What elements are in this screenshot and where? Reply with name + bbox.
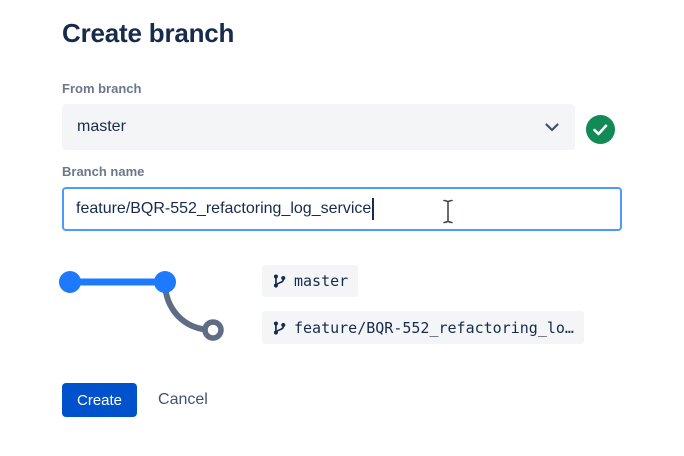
text-caret xyxy=(372,198,374,220)
source-commit-dot xyxy=(59,271,81,293)
branch-name-input[interactable]: feature/BQR-552_refactoring_log_service xyxy=(62,187,622,231)
create-button[interactable]: Create xyxy=(62,383,138,417)
from-branch-label: From branch xyxy=(62,81,142,96)
branch-icon xyxy=(272,273,287,289)
from-branch-value: master xyxy=(77,118,126,135)
from-branch-select[interactable]: master xyxy=(62,104,575,150)
source-branch-chip: master xyxy=(262,265,359,297)
dialog-actions: Create Cancel xyxy=(62,383,208,417)
branch-graph xyxy=(59,271,224,341)
branch-icon xyxy=(272,320,287,336)
check-circle-icon xyxy=(586,115,615,144)
page-title: Create branch xyxy=(62,18,235,48)
new-branch-dot xyxy=(202,319,224,341)
cancel-button[interactable]: Cancel xyxy=(158,391,208,408)
new-branch-chip-label: feature/BQR-552_refactoring_lo… xyxy=(294,318,574,337)
branch-name-value: feature/BQR-552_refactoring_log_service xyxy=(76,200,372,217)
source-branch-chip-label: master xyxy=(294,272,349,290)
branch-point-dot xyxy=(154,271,176,293)
new-branch-chip: feature/BQR-552_refactoring_lo… xyxy=(262,311,584,344)
chevron-down-icon xyxy=(545,122,559,132)
branch-name-label: Branch name xyxy=(62,164,145,179)
